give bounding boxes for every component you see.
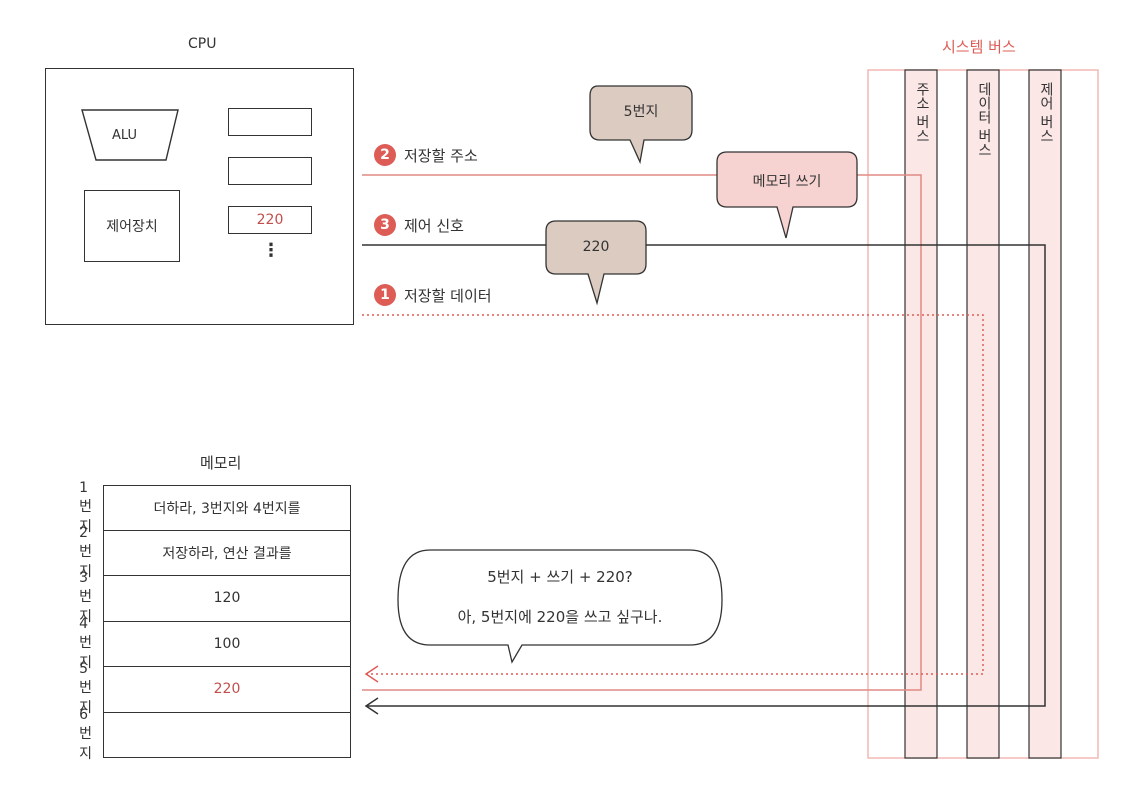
control-value-bubble	[716, 151, 858, 239]
data-bus-label: 데이터 버스	[976, 82, 992, 157]
memory-table: 1번지 더하라, 3번지와 4번지를 2번지 저장하라, 연산 결과를 3번지 …	[79, 480, 351, 762]
memory-content: 100	[213, 635, 241, 652]
memory-row: 6번지	[79, 707, 351, 762]
control-bus-label: 제어 버스	[1038, 82, 1054, 143]
control-signal-line	[362, 244, 1046, 707]
cpu-box	[45, 68, 354, 325]
address-signal-text: 저장할 주소	[404, 146, 478, 165]
alu-label: ALU	[112, 128, 138, 143]
data-value-bubble	[545, 220, 647, 306]
data-signal-line	[362, 314, 984, 675]
control-unit-label: 제어장치	[106, 219, 158, 235]
system-bus-title: 시스템 버스	[942, 38, 1016, 56]
speech-line-2: 아, 5번지에 220을 쓰고 싶구나.	[457, 608, 663, 626]
register-1	[228, 108, 312, 136]
step-3-badge: 3	[374, 214, 396, 236]
memory-row: 1번지 더하라, 3번지와 4번지를	[79, 480, 351, 535]
address-signal-label: 2 저장할 주소	[374, 144, 478, 166]
control-unit-box: 제어장치	[84, 190, 180, 262]
control-signal-text: 제어 신호	[404, 216, 464, 235]
memory-content: 120	[213, 590, 241, 607]
memory-row: 3번지 120	[79, 570, 351, 625]
memory-content: 더하라, 3번지와 4번지를	[153, 500, 301, 517]
memory-address: 1번지	[79, 479, 93, 535]
memory-address: 5번지	[79, 661, 93, 717]
memory-address: 6번지	[79, 706, 93, 762]
data-arrowhead	[364, 665, 379, 683]
register-3: 220	[228, 206, 312, 234]
memory-content: 220	[213, 681, 241, 698]
address-bus-label: 주소 버스	[914, 82, 930, 143]
address-signal-line	[362, 174, 922, 691]
data-value-text: 220	[582, 239, 610, 255]
control-value-text: 메모리 쓰기	[752, 174, 822, 190]
step-2-badge: 2	[374, 144, 396, 166]
memory-row: 5번지 220	[79, 661, 351, 716]
register-value: 220	[256, 212, 284, 228]
control-arrowhead	[364, 697, 379, 715]
data-signal-text: 저장할 데이터	[404, 286, 492, 305]
memory-address: 2번지	[79, 524, 93, 580]
memory-row: 4번지 100	[79, 616, 351, 671]
memory-speech-bubble	[397, 549, 723, 664]
step-1-badge: 1	[374, 284, 396, 306]
memory-title: 메모리	[200, 454, 242, 472]
register-ellipsis: ⋮	[262, 240, 280, 261]
memory-row: 2번지 저장하라, 연산 결과를	[79, 525, 351, 580]
data-signal-label: 1 저장할 데이터	[374, 284, 492, 306]
memory-content: 저장하라, 연산 결과를	[162, 545, 292, 562]
memory-address: 3번지	[79, 570, 93, 626]
control-signal-label: 3 제어 신호	[374, 214, 464, 236]
register-2	[228, 157, 312, 185]
speech-line-1: 5번지 + 쓰기 + 220?	[487, 568, 633, 586]
alu-shape	[81, 109, 179, 161]
address-value-text: 5번지	[623, 104, 659, 120]
cpu-title: CPU	[188, 36, 217, 52]
memory-address: 4번지	[79, 615, 93, 671]
address-value-bubble	[589, 85, 693, 165]
